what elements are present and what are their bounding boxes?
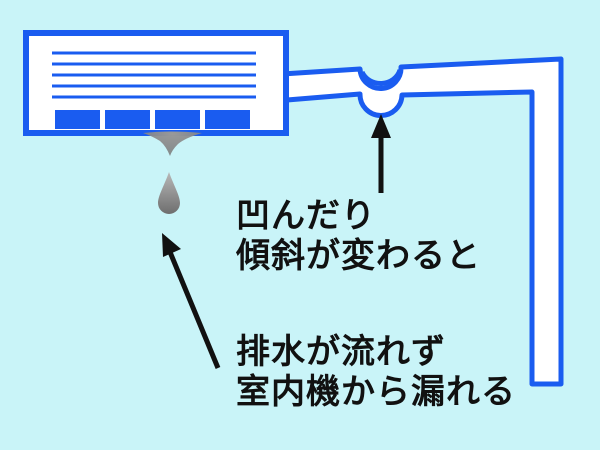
caption-dent-line-1: 凹んだり [236,196,376,236]
drain-hose-icon [279,56,564,387]
arrow-to-drop [162,233,221,369]
water-drop-icon [158,172,180,214]
air-conditioner-indoor-unit-icon [23,30,289,136]
leak-drip [143,131,202,156]
vent-blocks [55,110,250,129]
caption-drain-line-1: 排水が流れず [236,332,446,372]
caption-dent-line-2: 傾斜が変わると [236,236,481,276]
arrow-to-dent [371,114,391,193]
hose-dent [359,69,403,86]
vent-lines [52,51,256,99]
caption-drain: 排水が流れず 室内機から漏れる [236,332,516,412]
caption-drain-line-2: 室内機から漏れる [236,372,516,412]
caption-dent: 凹んだり 傾斜が変わると [236,196,481,276]
